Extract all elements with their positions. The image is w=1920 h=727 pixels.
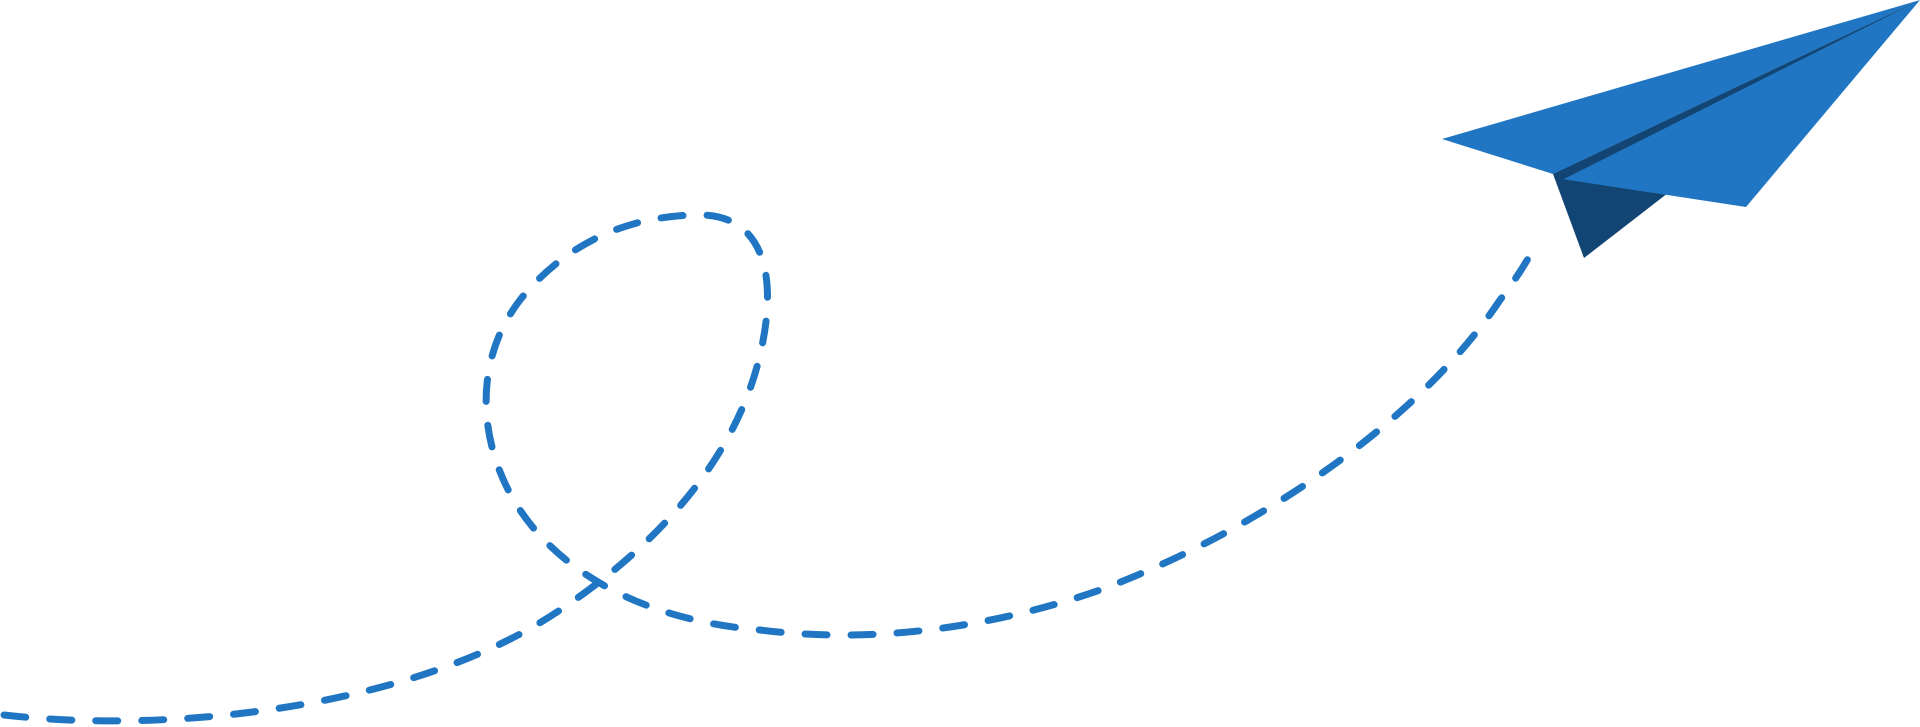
dashed-flight-trail [0,211,1539,725]
paper-plane-icon [1442,0,1920,258]
plane-under-fold [1553,174,1668,258]
plane-crease [1553,0,1920,180]
plane-top-wing [1442,0,1920,174]
plane-bottom-wing [1553,0,1920,207]
